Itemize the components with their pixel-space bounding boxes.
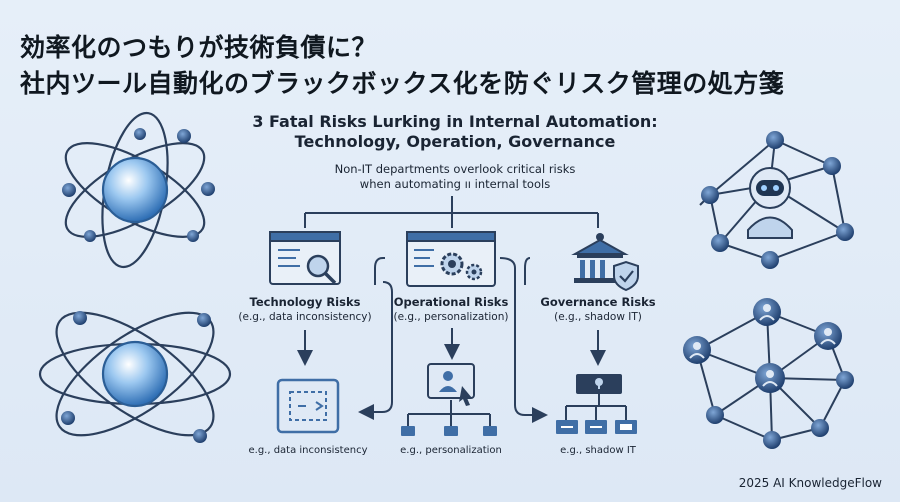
atom-icon-top bbox=[62, 111, 215, 269]
diagram-description-line-1: Non-IT departments overlook critical ris… bbox=[334, 162, 576, 176]
flow-arrows bbox=[297, 257, 606, 423]
connector-lines bbox=[304, 196, 599, 228]
bottom-label-technology: e.g., data inconsistency bbox=[248, 445, 368, 456]
person-hierarchy-icon bbox=[401, 363, 497, 436]
diagram-description-line-2: when automating ıı internal tools bbox=[359, 177, 551, 191]
category-example-technology: (e.g., data inconsistency) bbox=[238, 311, 372, 323]
diagram-subtitle-line-1: 3 Fatal Risks Lurking in Internal Automa… bbox=[252, 112, 658, 131]
bottom-label-governance: e.g., shadow IT bbox=[560, 445, 636, 456]
category-title-operational: Operational Risks bbox=[393, 295, 509, 309]
atom-icon-bottom bbox=[38, 311, 232, 443]
category-example-operational: (e.g., personalization) bbox=[393, 311, 509, 323]
category-example-governance: (e.g., shadow IT) bbox=[554, 311, 642, 323]
footer-credit: 2025 AI KnowledgeFlow bbox=[738, 476, 882, 490]
gear-window-icon bbox=[406, 231, 496, 287]
data-mismatch-icon bbox=[276, 378, 340, 434]
category-title-technology: Technology Risks bbox=[249, 295, 361, 309]
bottom-label-operational: e.g., personalization bbox=[400, 445, 502, 456]
search-window-icon bbox=[269, 231, 341, 285]
government-building-icon bbox=[571, 233, 639, 292]
page-title-line-1: 効率化のつもりが技術負債に？ bbox=[20, 33, 378, 62]
page-title-line-2: 社内ツール自動化のブラックボックス化を防ぐリスク管理の処方箋 bbox=[20, 69, 785, 98]
diagram-subtitle-line-2: Technology, Operation, Governance bbox=[294, 132, 616, 151]
people-network-icon bbox=[683, 298, 854, 449]
robot-network-icon bbox=[699, 131, 854, 269]
lock-hierarchy-icon bbox=[556, 374, 637, 434]
category-title-governance: Governance Risks bbox=[540, 295, 656, 309]
